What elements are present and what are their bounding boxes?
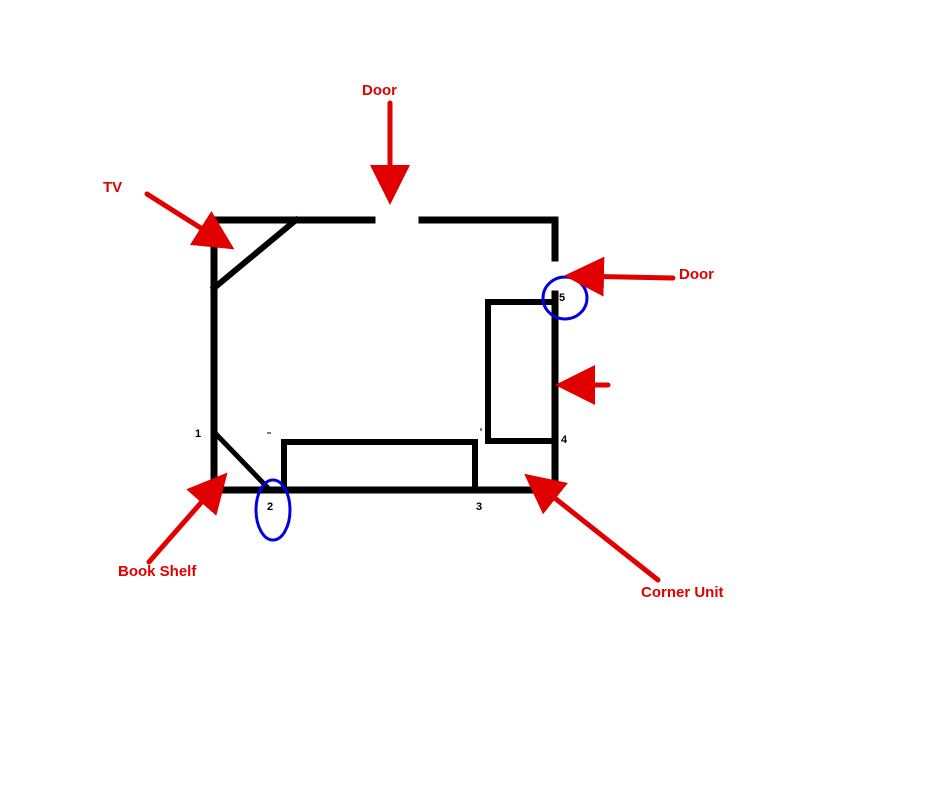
label-door-top: Door [362,82,397,99]
highlight-circle-2 [254,478,292,542]
tv-diagonal [209,215,301,293]
label-tv: TV [103,179,122,196]
arrow-door-right [564,256,676,297]
label-book-shelf: Book Shelf [118,563,197,580]
arrow-book-shelf [146,472,228,565]
annotation-arrows [144,100,676,583]
label-door-right: Door [679,266,714,283]
room-walls [210,216,559,494]
arrow-tv [144,191,235,250]
point-label-4: 4 [561,434,568,446]
point-label-3: 3 [476,501,482,513]
sofa-right [485,299,558,444]
sofa-bottom [281,439,478,493]
book-shelf-diagonal [210,428,272,492]
point-label-5: 5 [559,292,565,304]
point-label-2: 2 [267,501,273,513]
arrow-corner-unit [524,473,661,583]
label-corner-unit: Corner Unit [641,584,724,601]
point-label-1: 1 [195,428,201,440]
